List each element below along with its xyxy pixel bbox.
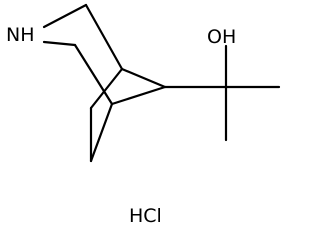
bond-ch2-upper-bridgehead-right <box>84 3 124 71</box>
bond-bridgehead-right-c8 <box>120 67 167 89</box>
bond-n-ch2-lower <box>42 40 77 47</box>
bond-ch2-lower-bridgehead-left <box>73 43 114 106</box>
amine-nh-label: NH <box>6 24 35 46</box>
chemical-structure: NH OH HCl <box>6 3 281 227</box>
bond-ethano-bridgehead-left <box>89 102 114 163</box>
bond-n-ch2-upper <box>42 3 88 29</box>
hydrochloride-label: HCl <box>129 205 162 227</box>
bond-bridgehead-left-c8 <box>110 85 167 106</box>
bond-skeleton <box>42 3 281 163</box>
bond-bridgehead-right-ethano <box>89 67 124 110</box>
hydroxyl-oh-label: OH <box>207 26 236 48</box>
